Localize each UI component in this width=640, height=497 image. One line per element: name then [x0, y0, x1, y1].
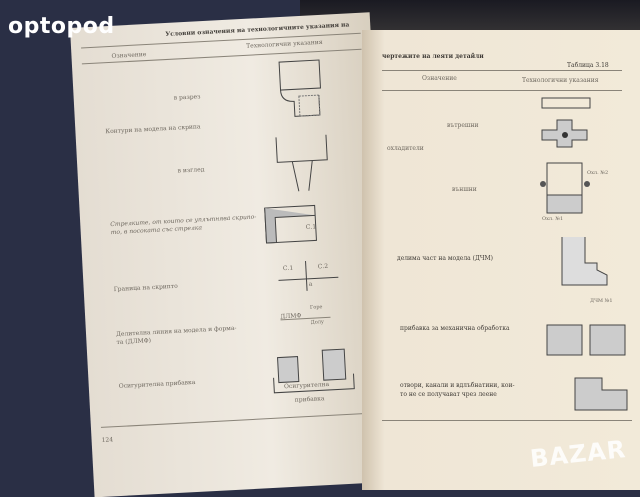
col-instructions: Технологични указания [246, 38, 323, 50]
parting-part-diagram [561, 237, 608, 286]
holes-diagram [574, 377, 628, 411]
label-c2: С.2 [317, 262, 329, 271]
label-a: а [308, 280, 313, 288]
external-chill-diagram [540, 162, 590, 214]
section-diagram [278, 59, 322, 117]
row-text: охладители [387, 145, 424, 152]
label-dchm: ДЧМ №1 [590, 298, 613, 304]
divider [382, 70, 622, 71]
row-text: в разрез [173, 93, 201, 102]
view-diagram [275, 134, 328, 192]
row-text: в изглед [177, 166, 205, 175]
label-down: Долу [310, 319, 325, 326]
row-text: Контури на модела на скрипа [105, 123, 201, 136]
label-chill2: Охл. №2 [587, 170, 609, 176]
watermark-logo: optopod [8, 14, 115, 39]
col-instructions: Технологични указания [522, 77, 599, 84]
machining-allowance-diagram [546, 324, 626, 356]
divider [100, 412, 371, 428]
divider [382, 420, 632, 421]
internal-chill-diagram [541, 97, 591, 148]
row-text: Граница на скрипто [113, 282, 178, 294]
left-page: Условни означения на технологичните указ… [70, 12, 395, 497]
row-text: то не се получават чрез леене [400, 391, 497, 398]
row-text: Делителна линия на модела и форма- [115, 324, 237, 339]
boundary-diagram [278, 260, 339, 291]
row-text: отвори, канали и вдлъбнатини, кои- [400, 382, 515, 389]
divider [382, 90, 622, 91]
row-text: та (ДЛМФ) [116, 337, 152, 346]
label-up: Горе [309, 304, 323, 311]
label-chill1: Охл. №1 [542, 216, 564, 222]
row-text: външни [452, 186, 477, 193]
table-label: Таблица 3.18 [567, 62, 609, 69]
row-text: Осигурителна прибавка [118, 378, 196, 390]
col-designation: Означение [422, 75, 457, 82]
row-text: вътрешни [447, 122, 479, 129]
label-c1: С.1 [305, 223, 317, 231]
arrows-diagram [264, 204, 317, 244]
right-page: чертежите на леяти детайли Таблица 3.18 … [362, 30, 640, 490]
label-allowance: прибавка [294, 395, 325, 404]
row-text: прибавка за механична обработка [400, 325, 510, 332]
row-text: делима част на модела (ДЧМ) [397, 255, 493, 262]
label-c1: С.1 [282, 264, 294, 273]
allowance-diagram [273, 348, 355, 394]
right-header: чертежите на леяти детайли [382, 53, 484, 60]
col-designation: Означение [111, 51, 147, 60]
page-number: 124 [101, 436, 114, 444]
